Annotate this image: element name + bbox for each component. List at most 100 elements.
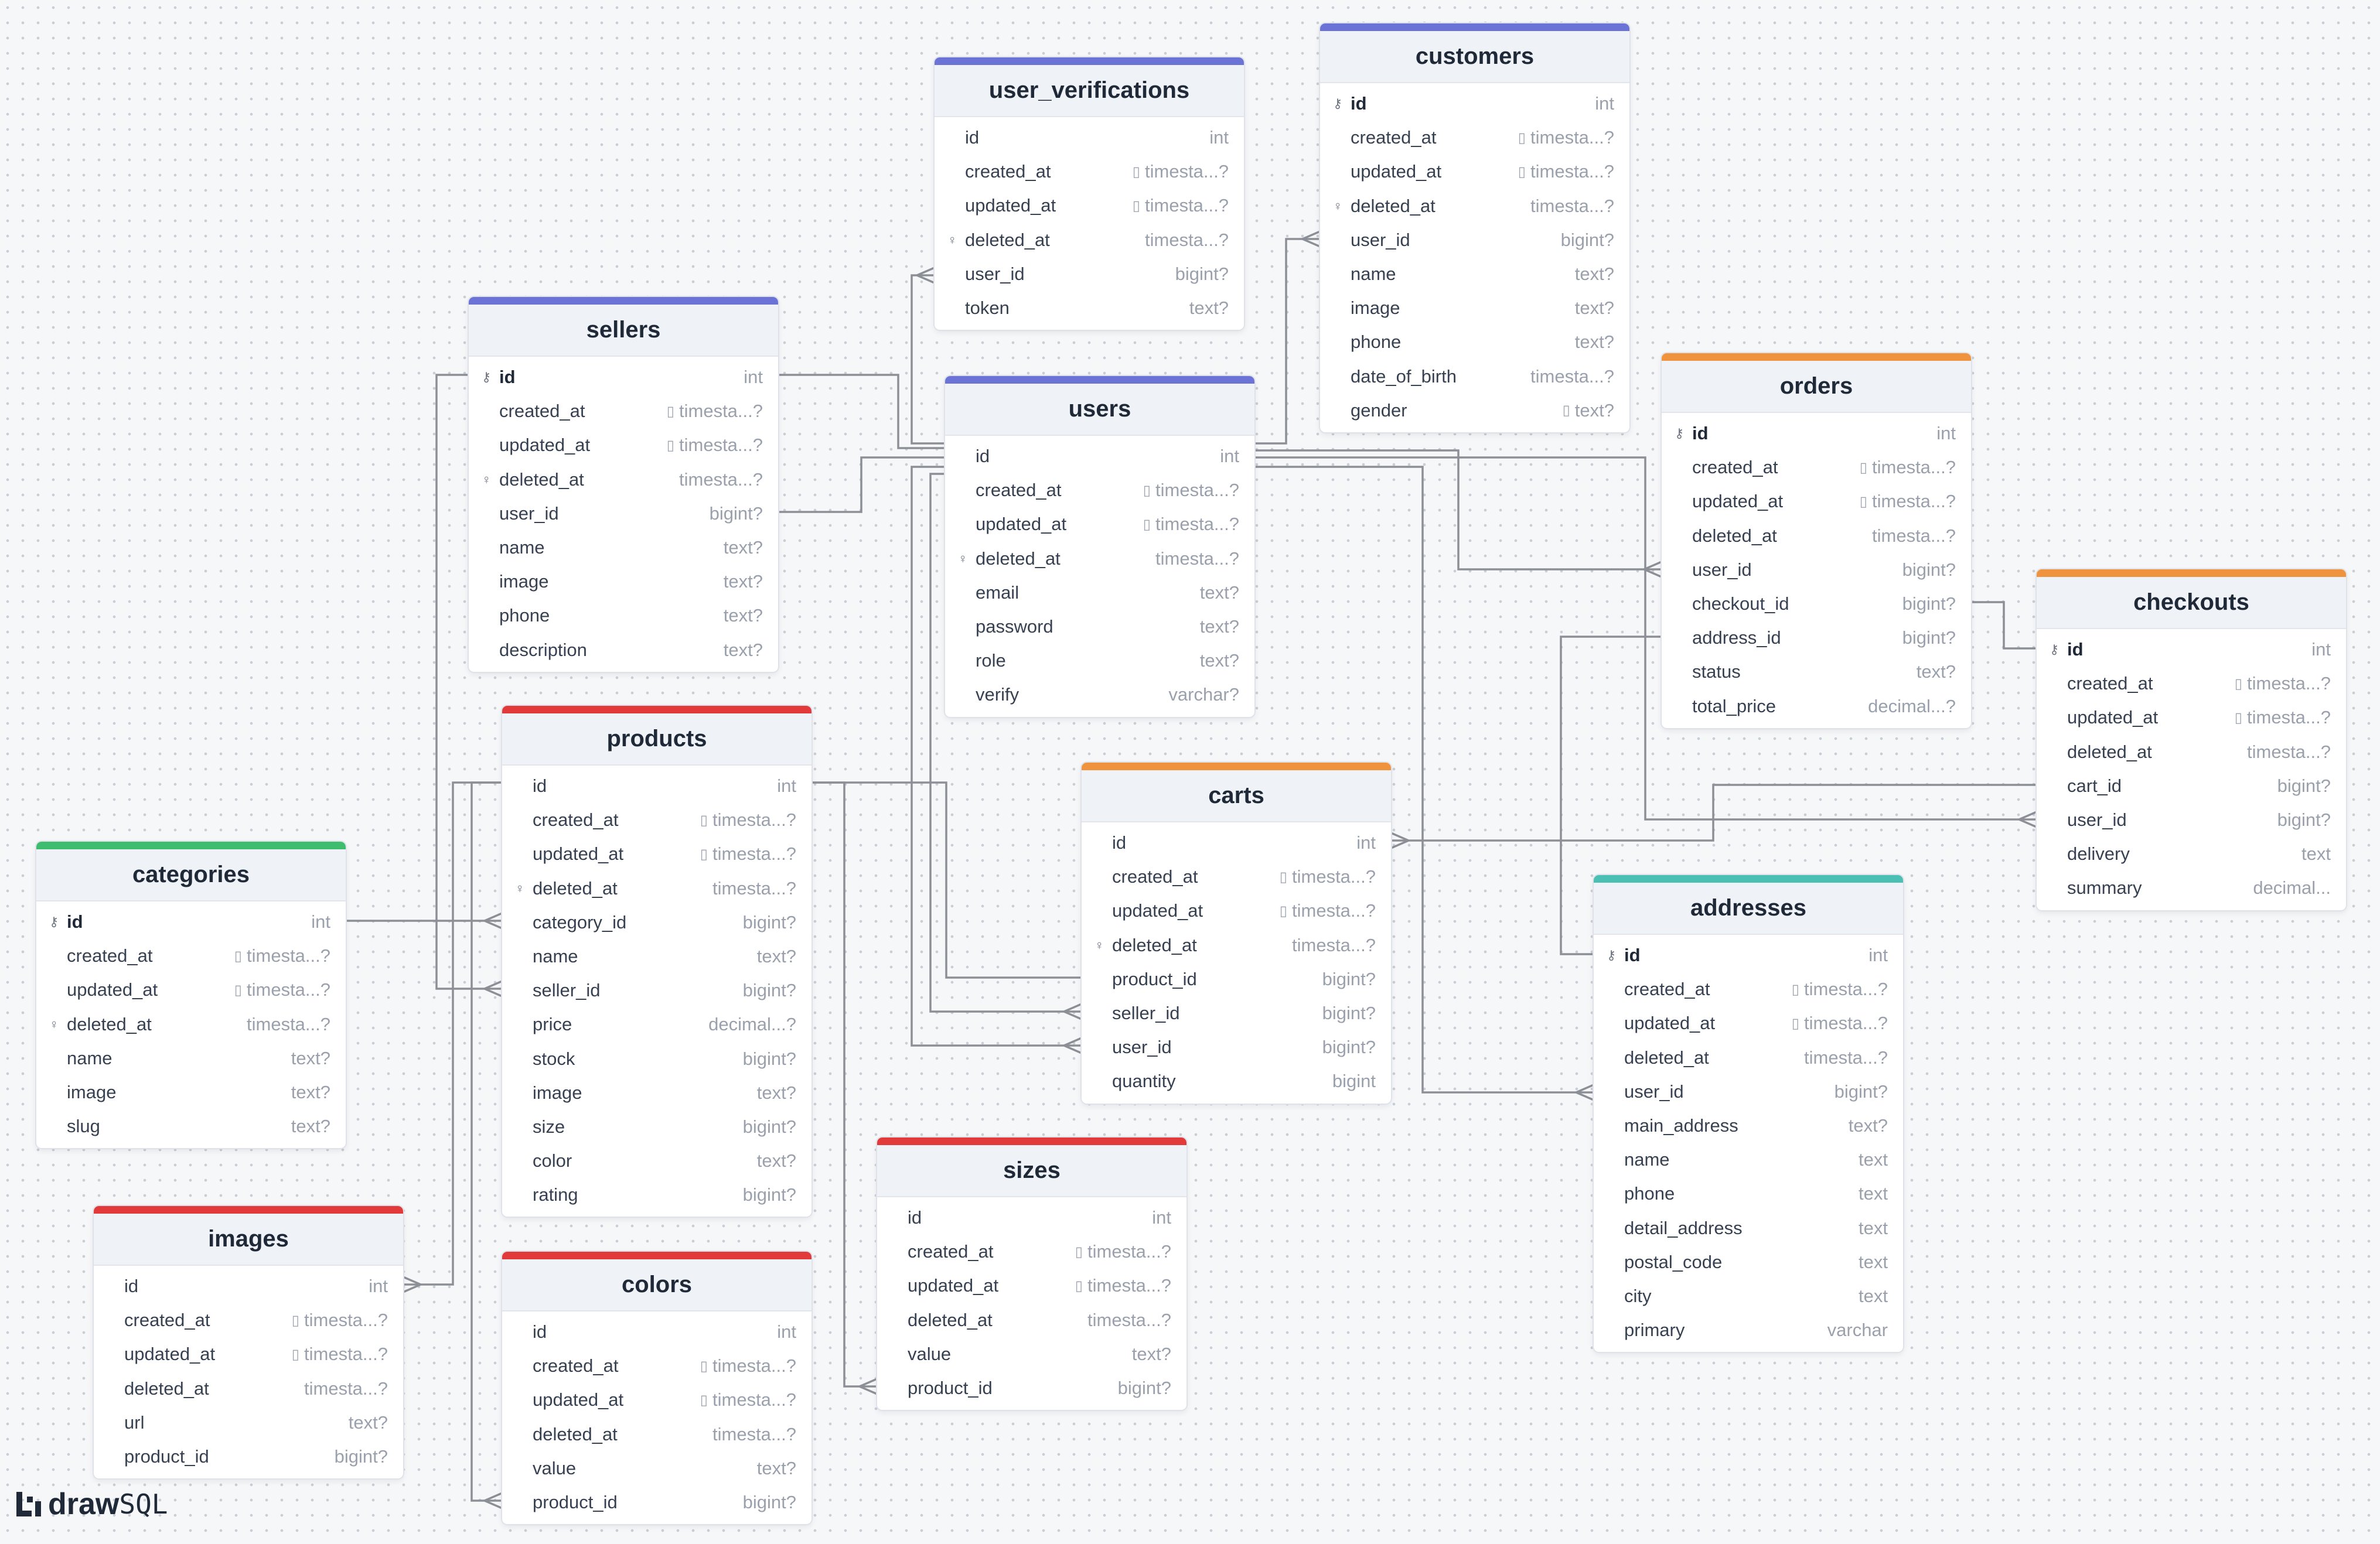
field-row[interactable]: updated_at▯timesta...? bbox=[935, 189, 1244, 223]
field-row[interactable]: created_at▯timesta...? bbox=[502, 803, 811, 837]
relation-users-orders[interactable] bbox=[1253, 449, 1662, 578]
relation-products-colors[interactable] bbox=[470, 781, 503, 1509]
table-title[interactable]: carts bbox=[1082, 770, 1391, 822]
table-title[interactable]: orders bbox=[1662, 361, 1971, 413]
table-title[interactable]: sizes bbox=[877, 1145, 1186, 1197]
field-row[interactable]: created_at▯timesta...? bbox=[1082, 860, 1391, 894]
field-row[interactable]: updated_at▯timesta...? bbox=[1320, 155, 1629, 189]
field-row[interactable]: updated_at▯timesta...? bbox=[469, 428, 778, 462]
relation-products-carts[interactable] bbox=[811, 781, 1082, 979]
relation-products-sizes[interactable] bbox=[811, 781, 878, 1395]
relation-orders-checkouts[interactable] bbox=[1971, 601, 2037, 650]
field-row[interactable]: created_at▯timesta...? bbox=[1320, 121, 1629, 155]
relation-products-images[interactable] bbox=[403, 781, 502, 1293]
table-title[interactable]: sellers bbox=[469, 305, 778, 357]
field-row[interactable]: updated_at▯timesta...? bbox=[877, 1269, 1186, 1303]
table-title[interactable]: products bbox=[502, 713, 811, 766]
field-row[interactable]: updated_at▯timesta...? bbox=[1082, 894, 1391, 928]
table-title[interactable]: customers bbox=[1320, 31, 1629, 83]
relation-sellers-id-users[interactable] bbox=[777, 374, 945, 449]
field-row[interactable]: created_at▯timesta...? bbox=[877, 1235, 1186, 1269]
field-row[interactable]: updated_at▯timesta...? bbox=[36, 973, 346, 1007]
field-row[interactable]: updated_at▯timesta...? bbox=[502, 1383, 811, 1417]
field-row[interactable]: created_at▯timesta...? bbox=[36, 939, 346, 973]
table-title[interactable]: checkouts bbox=[2037, 577, 2346, 629]
field-row[interactable]: updated_at▯timesta...? bbox=[1594, 1006, 1903, 1040]
relation-carts-checkouts[interactable] bbox=[1390, 784, 2037, 849]
table-title[interactable]: colors bbox=[502, 1259, 811, 1311]
field-row[interactable]: created_at▯timesta...? bbox=[1662, 450, 1971, 484]
field-row[interactable]: gender▯text? bbox=[1320, 394, 1629, 428]
field-row[interactable]: created_at▯timesta...? bbox=[502, 1349, 811, 1383]
table-title[interactable]: categories bbox=[36, 849, 346, 901]
field-row[interactable]: created_at▯timesta...? bbox=[935, 155, 1244, 189]
field-row[interactable]: created_at▯timesta...? bbox=[2037, 667, 2346, 701]
relation-categories-products[interactable] bbox=[346, 912, 503, 930]
